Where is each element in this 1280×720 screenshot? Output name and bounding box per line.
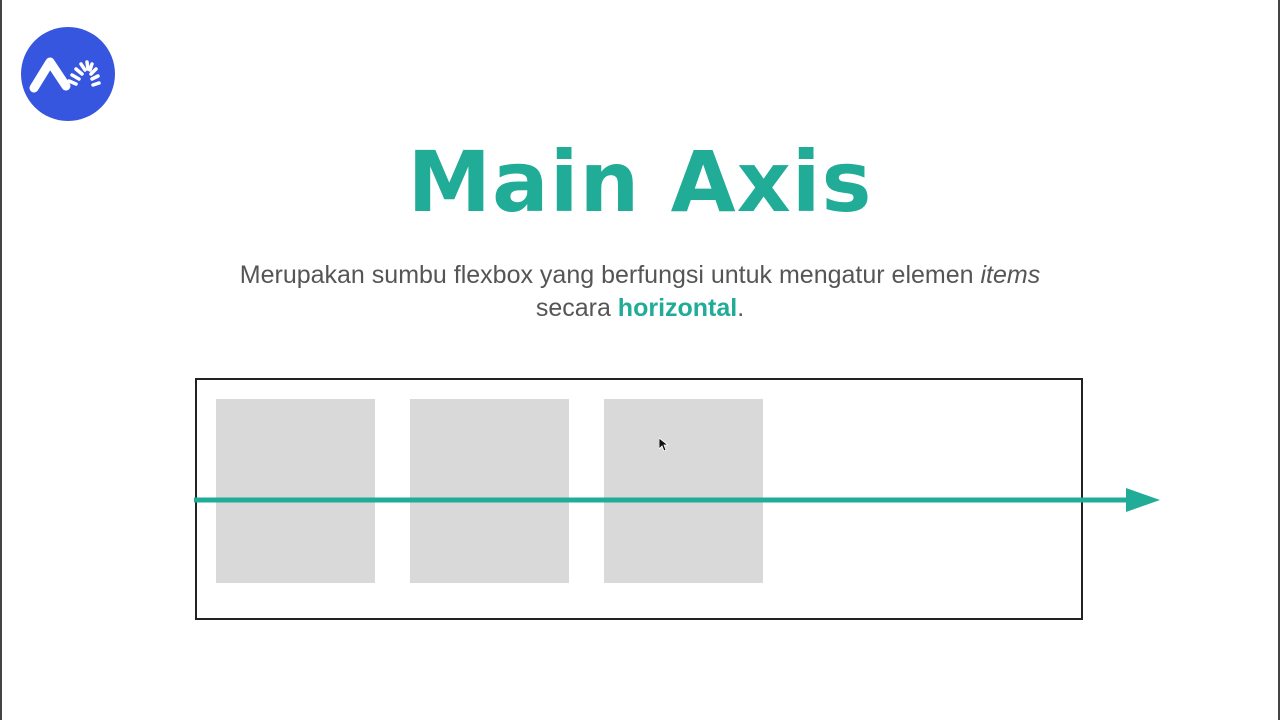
description-text-2: secara xyxy=(535,294,618,322)
description-emphasis: items xyxy=(980,261,1041,289)
description-highlight: horizontal xyxy=(617,294,738,322)
flex-item-2 xyxy=(410,399,569,583)
slide-description: Merupakan sumbu flexbox yang berfungsi u… xyxy=(0,259,1280,325)
mouse-cursor-icon xyxy=(659,438,668,452)
description-text-1: Merupakan sumbu flexbox yang berfungsi u… xyxy=(239,261,981,289)
flex-item-1 xyxy=(216,399,375,583)
description-text-3: . xyxy=(737,294,745,322)
slide-title: Main Axis xyxy=(407,133,873,231)
main-axis-arrow xyxy=(194,488,1160,512)
flex-item-3 xyxy=(604,399,763,583)
frame-edge-right xyxy=(1278,0,1280,720)
brand-logo-icon xyxy=(21,27,115,121)
frame-edge-left xyxy=(0,0,2,720)
